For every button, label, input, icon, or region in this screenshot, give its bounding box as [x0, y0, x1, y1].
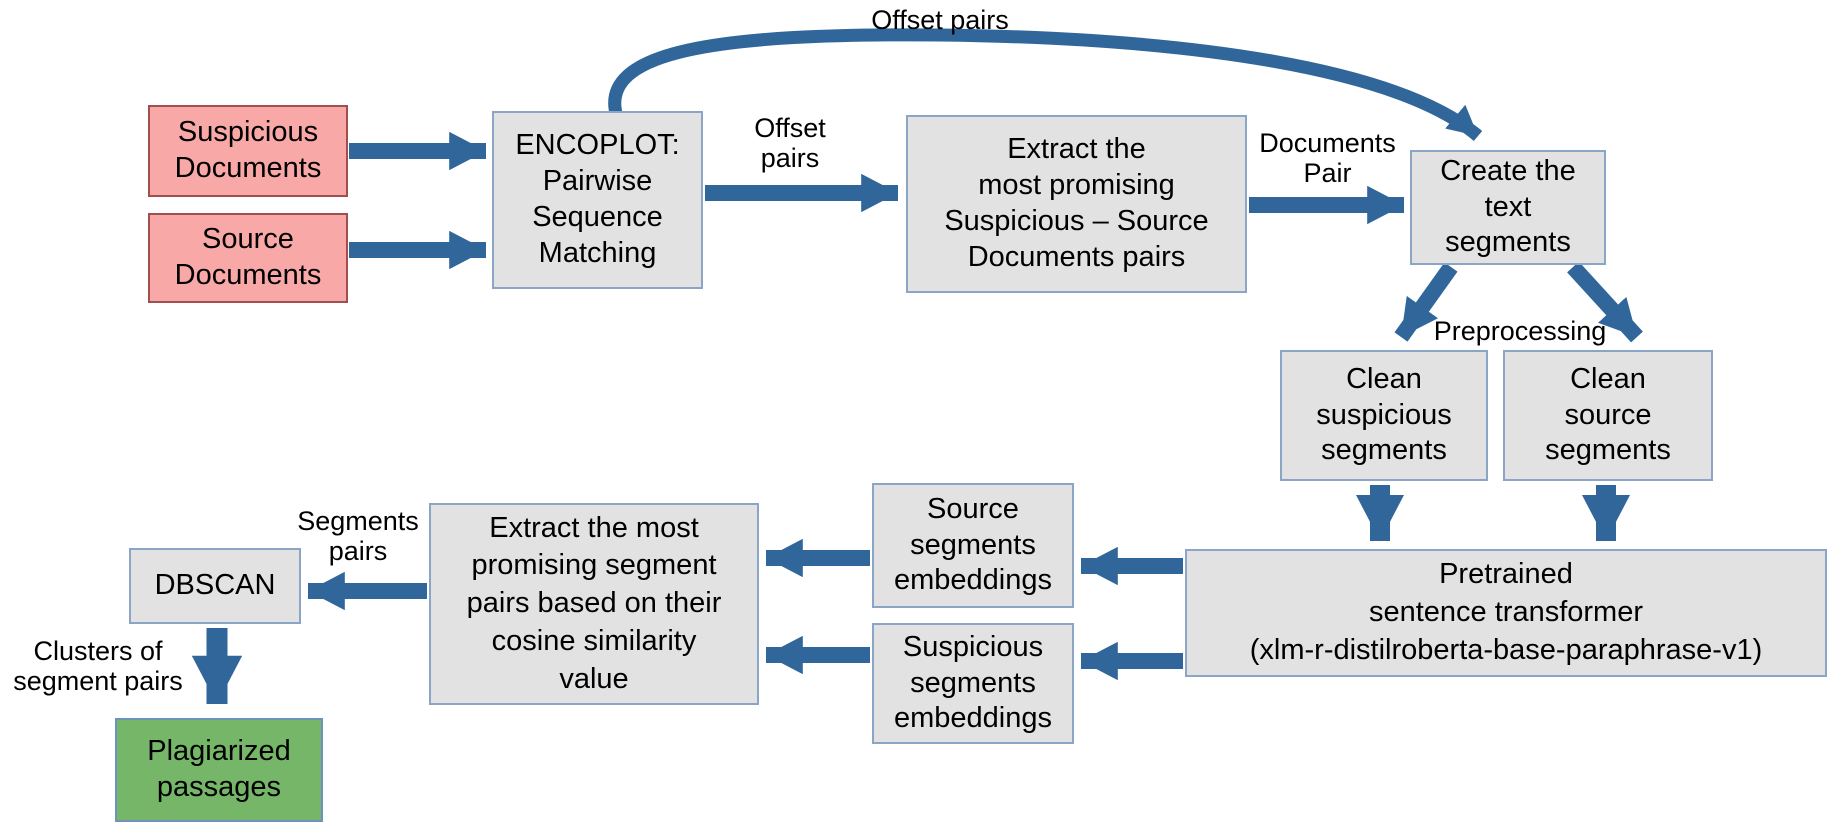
create-text-segments-box: Create the text segments	[1410, 150, 1606, 265]
plagiarized-passages-box: Plagiarized passages	[115, 718, 323, 822]
source-documents-box: Source Documents	[148, 213, 348, 303]
suspicious-segments-embeddings-box: Suspicious segments embeddings	[872, 623, 1074, 744]
source-segments-embeddings-box: Source segments embeddings	[872, 483, 1074, 608]
clean-suspicious-segments-box: Clean suspicious segments	[1280, 350, 1488, 481]
suspicious-documents-box: Suspicious Documents	[148, 105, 348, 197]
preprocessing-label: Preprocessing	[1433, 316, 1607, 346]
extract-segment-pairs-box: Extract the most promising segment pairs…	[429, 503, 759, 705]
arrow-create-to-clean-suspicious	[1394, 262, 1458, 342]
encoplot-box: ENCOPLOT: Pairwise Sequence Matching	[492, 111, 703, 289]
offset-pairs-top-label: Offset pairs	[871, 5, 1009, 35]
clean-source-segments-box: Clean source segments	[1503, 350, 1713, 481]
clusters-of-segment-pairs-label: Clusters of segment pairs	[13, 636, 183, 697]
extract-document-pairs-box: Extract the most promising Suspicious – …	[906, 115, 1247, 293]
dbscan-box: DBSCAN	[129, 548, 301, 624]
arrow-create-to-clean-source	[1567, 261, 1643, 343]
arrow-offset-pairs-curve	[608, 28, 1483, 141]
segments-pairs-label: Segments pairs	[297, 506, 419, 567]
documents-pair-label: Documents Pair	[1259, 128, 1396, 189]
offset-pairs-mid-label: Offset pairs	[754, 113, 826, 174]
pretrained-sentence-transformer-box: Pretrained sentence transformer (xlm-r-d…	[1185, 549, 1827, 677]
